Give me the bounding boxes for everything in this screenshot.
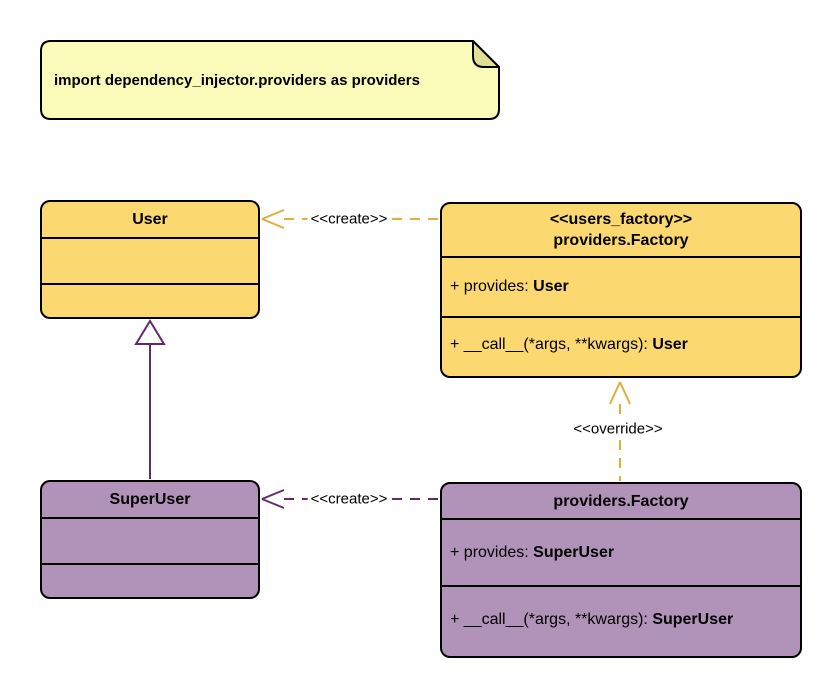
attributes-compartment: + provides: SuperUser xyxy=(442,518,800,585)
edge-label-create-super-user: <<create>> xyxy=(307,490,391,508)
method-text: + __call__(*args, **kwargs): xyxy=(450,610,653,628)
class-name-label: providers.Factory xyxy=(553,232,689,249)
attribute-type: SuperUser xyxy=(533,543,615,561)
class-box-user: User xyxy=(40,200,260,319)
edge-label-override: <<override>> xyxy=(570,420,666,438)
note-import-statement: import dependency_injector.providers as … xyxy=(40,40,500,120)
open-arrowhead-icon xyxy=(261,489,285,509)
open-arrowhead-icon xyxy=(609,381,631,405)
method-return-type: SuperUser xyxy=(652,610,734,628)
edge-inheritance xyxy=(134,319,166,479)
class-box-super-user: SuperUser xyxy=(40,480,260,599)
open-arrowhead-icon xyxy=(261,209,285,229)
attributes-compartment-empty xyxy=(42,237,258,283)
class-title-super-user: SuperUser xyxy=(42,482,258,517)
attributes-compartment: + provides: User xyxy=(442,256,800,316)
note-text: import dependency_injector.providers as … xyxy=(54,71,420,89)
class-name-label: providers.Factory xyxy=(553,492,689,510)
note-folded-corner-icon xyxy=(472,40,500,68)
note-shape xyxy=(40,40,500,120)
class-title-users-factory: <<users_factory>> providers.Factory xyxy=(442,204,800,256)
attribute-provides: + provides: SuperUser xyxy=(442,544,800,562)
class-title-super-factory: providers.Factory xyxy=(442,484,800,518)
method-call: + __call__(*args, **kwargs): SuperUser xyxy=(442,611,800,629)
method-call: + __call__(*args, **kwargs): User xyxy=(442,336,800,354)
class-box-users-factory: <<users_factory>> providers.Factory + pr… xyxy=(440,202,802,378)
attribute-type: User xyxy=(533,278,569,295)
stereotype-label: <<users_factory>> xyxy=(549,211,693,228)
attributes-compartment-empty xyxy=(42,517,258,563)
edge-label-create-user: <<create>> xyxy=(307,210,391,228)
methods-compartment-empty xyxy=(42,563,258,593)
methods-compartment: + __call__(*args, **kwargs): User xyxy=(442,316,800,372)
class-box-super-factory: providers.Factory + provides: SuperUser … xyxy=(440,482,802,658)
class-name-label: SuperUser xyxy=(109,491,191,508)
hollow-triangle-arrowhead-icon xyxy=(134,319,166,345)
methods-compartment-empty xyxy=(42,283,258,313)
attribute-text: + provides: xyxy=(450,278,534,295)
attribute-provides: + provides: User xyxy=(442,278,800,296)
method-return-type: User xyxy=(652,336,688,353)
method-text: + __call__(*args, **kwargs): xyxy=(450,336,653,353)
methods-compartment: + __call__(*args, **kwargs): SuperUser xyxy=(442,585,800,652)
attribute-text: + provides: xyxy=(450,543,534,561)
class-name-label: User xyxy=(132,211,168,228)
class-title-user: User xyxy=(42,202,258,237)
